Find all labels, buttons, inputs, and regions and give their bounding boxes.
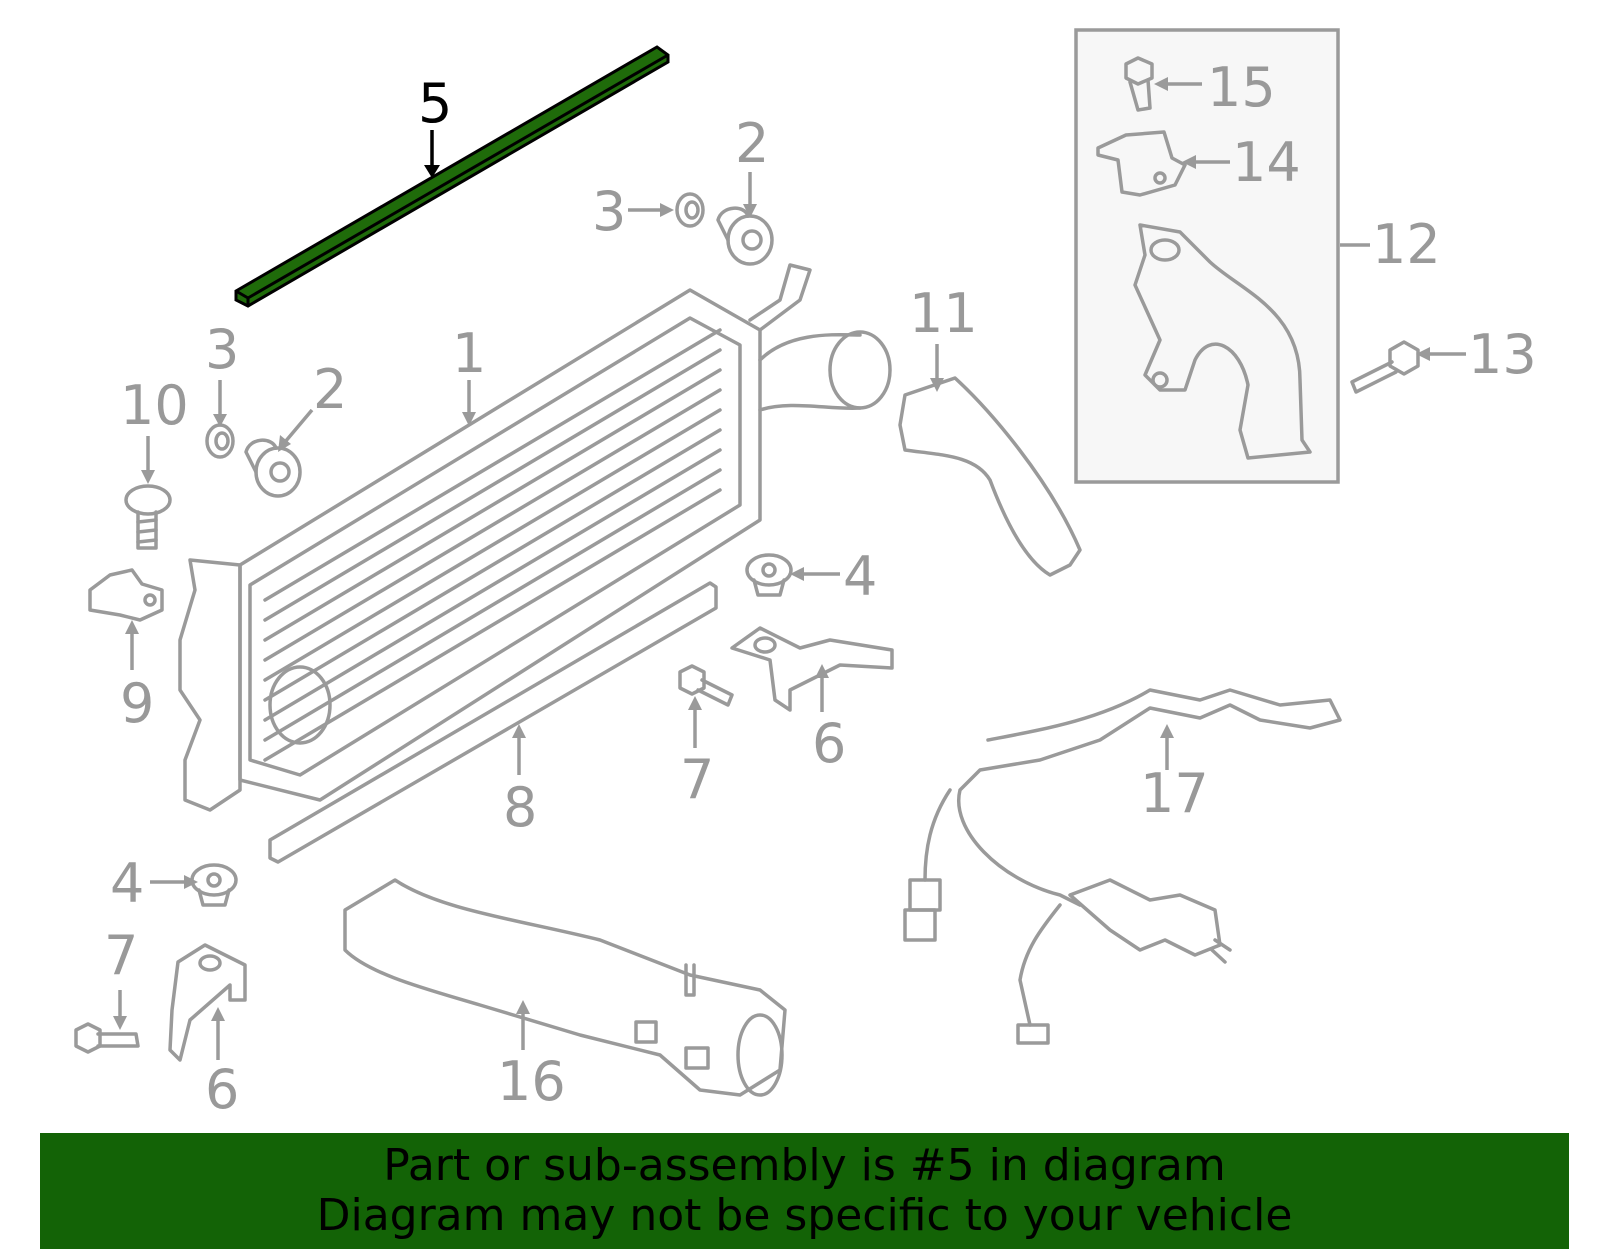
info-banner: Part or sub-assembly is #5 in diagram Di… [40,1133,1569,1249]
leader-2b [283,408,314,444]
arrow-1 [462,412,476,426]
callout-7a: 7 [680,748,714,811]
callout-4b: 4 [110,852,144,915]
arrow-4a [790,567,804,581]
part-1-intercooler[interactable] [178,263,892,812]
arrow-11 [930,378,944,392]
banner-line-1: Part or sub-assembly is #5 in diagram [383,1140,1226,1191]
arrow-14 [1182,155,1196,169]
callout-17: 17 [1140,762,1209,825]
part-3-grommet-lower[interactable] [205,423,235,459]
part-13-bolt[interactable] [1350,340,1420,394]
part-7-bolt-left[interactable] [74,1022,140,1054]
banner-line-2: Diagram may not be specific to your vehi… [316,1190,1293,1241]
callout-3b: 3 [205,318,239,381]
part-3-grommet-upper[interactable] [675,192,705,228]
callout-9: 9 [120,672,154,735]
part-12-assembly-box[interactable] [1074,28,1340,484]
callout-14: 14 [1232,131,1301,194]
part-10-bolt[interactable] [124,484,172,550]
part-5-seal[interactable] [234,45,670,308]
arrow-16 [516,1000,530,1014]
callout-13: 13 [1468,323,1537,386]
arrow-13 [1416,347,1430,361]
part-4-pushpin-right[interactable] [745,553,793,597]
callout-6a: 6 [812,712,846,775]
part-16-duct[interactable] [343,878,787,1097]
part-2-insulator-upper[interactable] [716,206,774,266]
part-6-bracket-right[interactable] [730,626,894,712]
callout-2a: 2 [735,112,769,175]
part-7-bolt-right[interactable] [678,664,734,707]
part-2-insulator-lower[interactable] [244,438,302,498]
callout-7b: 7 [104,924,138,987]
part-15-bolt[interactable] [1124,56,1154,112]
arrow-3b [213,414,227,427]
callout-8: 8 [503,776,537,839]
part-17-wiring-harness[interactable] [903,688,1342,1045]
callout-11: 11 [909,282,978,345]
arrow-10 [141,470,155,484]
part-9-bracket[interactable] [88,568,164,622]
arrow-9 [125,620,139,634]
callout-1: 1 [452,322,486,385]
part-6-bracket-left[interactable] [168,943,247,1062]
arrow-2a [743,204,757,218]
part-8-seal-lower[interactable] [268,581,718,864]
callout-10: 10 [120,374,189,437]
arrow-5 [424,165,440,178]
arrow-3a [660,203,674,217]
arrow-7b [113,1016,127,1030]
arrow-7a [688,696,702,710]
part-4-pushpin-left[interactable] [190,863,238,907]
arrow-8 [512,724,526,738]
callout-12: 12 [1372,213,1441,276]
callout-4a: 4 [843,545,877,608]
part-12-pipe[interactable] [1133,223,1312,460]
arrow-6a [815,664,829,678]
arrow-4b [184,875,198,889]
callout-2b: 2 [313,358,347,421]
arrow-17 [1160,724,1174,738]
part-11-hose[interactable] [898,376,1082,577]
arrow-2b [278,435,291,452]
arrow-15 [1154,77,1168,91]
callout-5: 5 [418,72,452,135]
arrow-6b [211,1007,225,1021]
callout-15: 15 [1207,56,1276,119]
callout-16: 16 [497,1050,566,1113]
callout-6b: 6 [205,1058,239,1121]
part-14-bracket[interactable] [1096,130,1187,197]
callout-3a: 3 [592,180,626,243]
